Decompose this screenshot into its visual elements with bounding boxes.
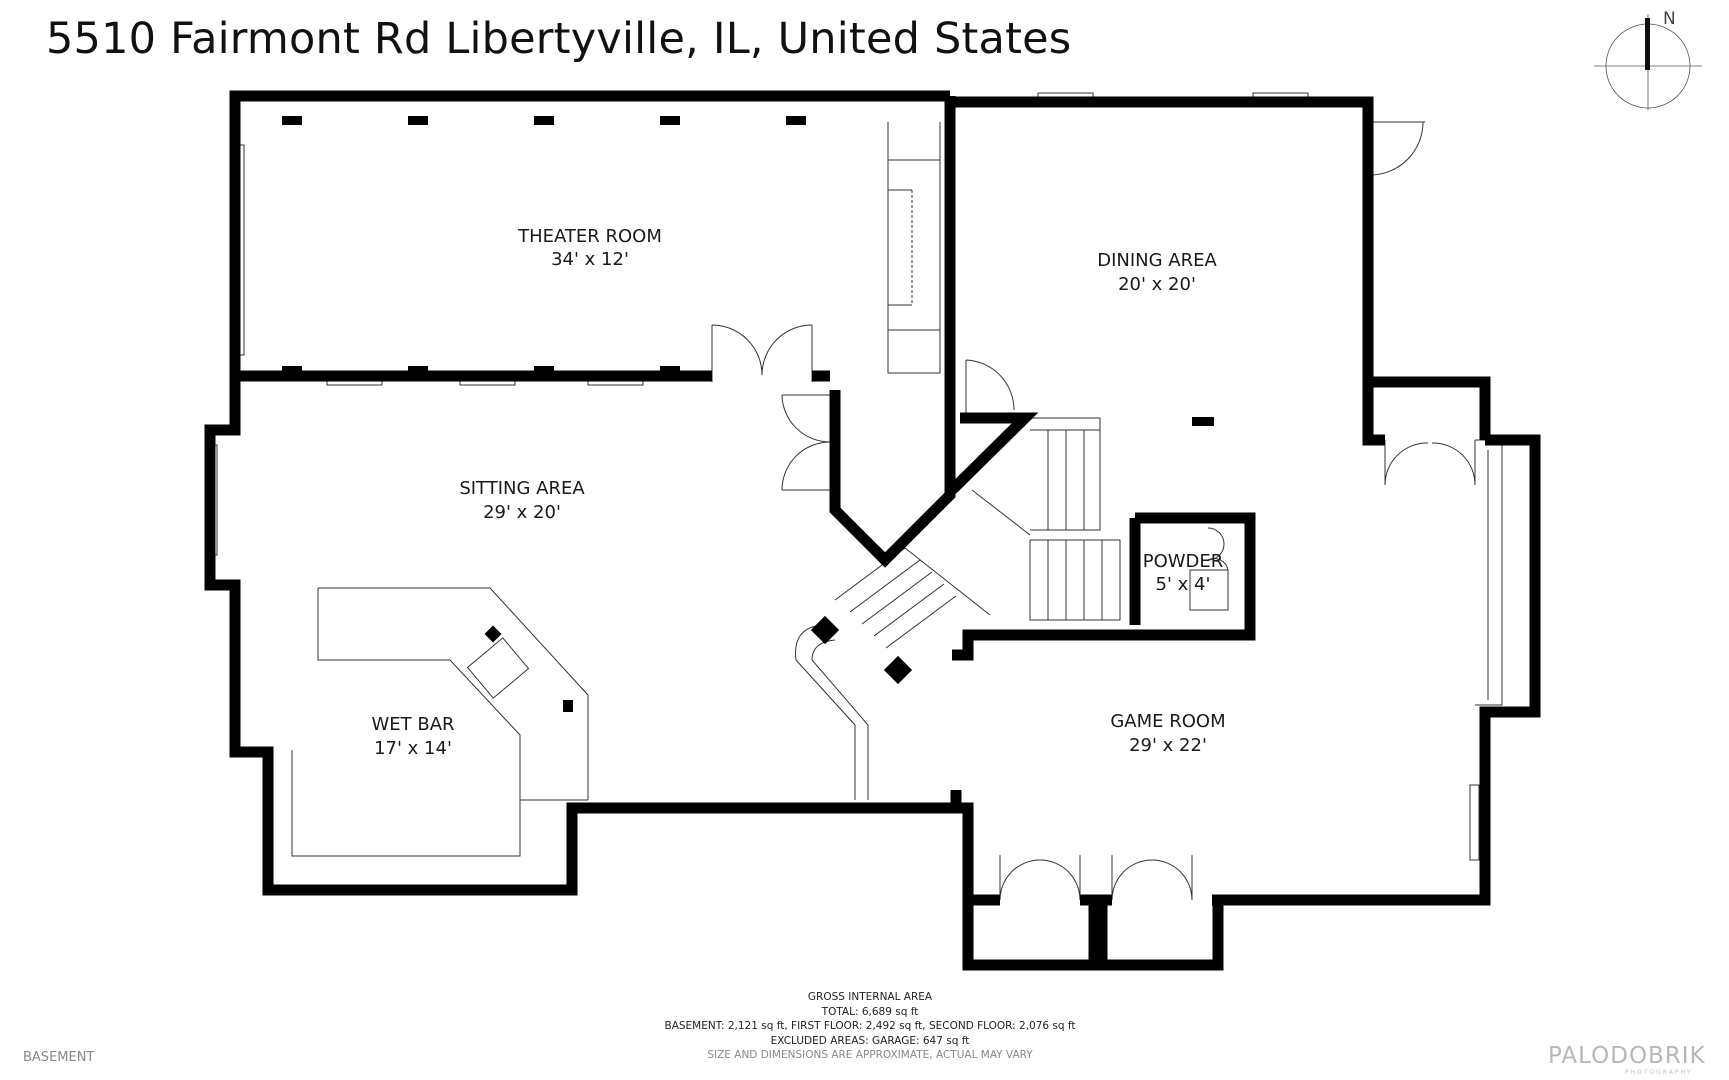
brand-logo: PALODOBRIK xyxy=(1548,1043,1706,1069)
wet-bar-name: WET BAR xyxy=(371,714,454,735)
theater-room-name: THEATER ROOM xyxy=(517,226,662,247)
brand-subtitle: PHOTOGRAPHY xyxy=(1625,1069,1693,1076)
dining-area-dims: 20' x 20' xyxy=(1118,274,1196,295)
area-excluded: EXCLUDED AREAS: GARAGE: 647 sq ft xyxy=(770,1034,970,1047)
area-floors: BASEMENT: 2,121 sq ft, FIRST FLOOR: 2,49… xyxy=(664,1020,1076,1032)
sitting-area-name: SITTING AREA xyxy=(459,478,585,499)
compass-north-label: N xyxy=(1663,9,1676,29)
powder-dims: 5' x 4' xyxy=(1156,574,1211,595)
dining-area-name: DINING AREA xyxy=(1097,250,1217,271)
floor-name: BASEMENT xyxy=(23,1050,95,1065)
theater-room-dims: 34' x 12' xyxy=(551,249,629,270)
game-room-name: GAME ROOM xyxy=(1110,711,1225,732)
interior-details xyxy=(207,92,1503,901)
sitting-area-dims: 29' x 20' xyxy=(483,502,561,523)
area-total: TOTAL: 6,689 sq ft xyxy=(821,1005,919,1018)
wet-bar-dims: 17' x 14' xyxy=(374,738,452,759)
area-disclaimer: SIZE AND DIMENSIONS ARE APPROXIMATE, ACT… xyxy=(707,1049,1033,1061)
powder-name: POWDER xyxy=(1143,551,1224,572)
wall-markers xyxy=(282,116,1214,712)
area-heading: GROSS INTERNAL AREA xyxy=(807,991,933,1003)
game-room-dims: 29' x 22' xyxy=(1129,735,1207,756)
walls xyxy=(204,90,1541,971)
compass-icon: N xyxy=(1594,9,1702,110)
plan-title: 5510 Fairmont Rd Libertyville, IL, Unite… xyxy=(46,14,1072,64)
area-summary: GROSS INTERNAL AREA TOTAL: 6,689 sq ft B… xyxy=(590,990,1150,1063)
